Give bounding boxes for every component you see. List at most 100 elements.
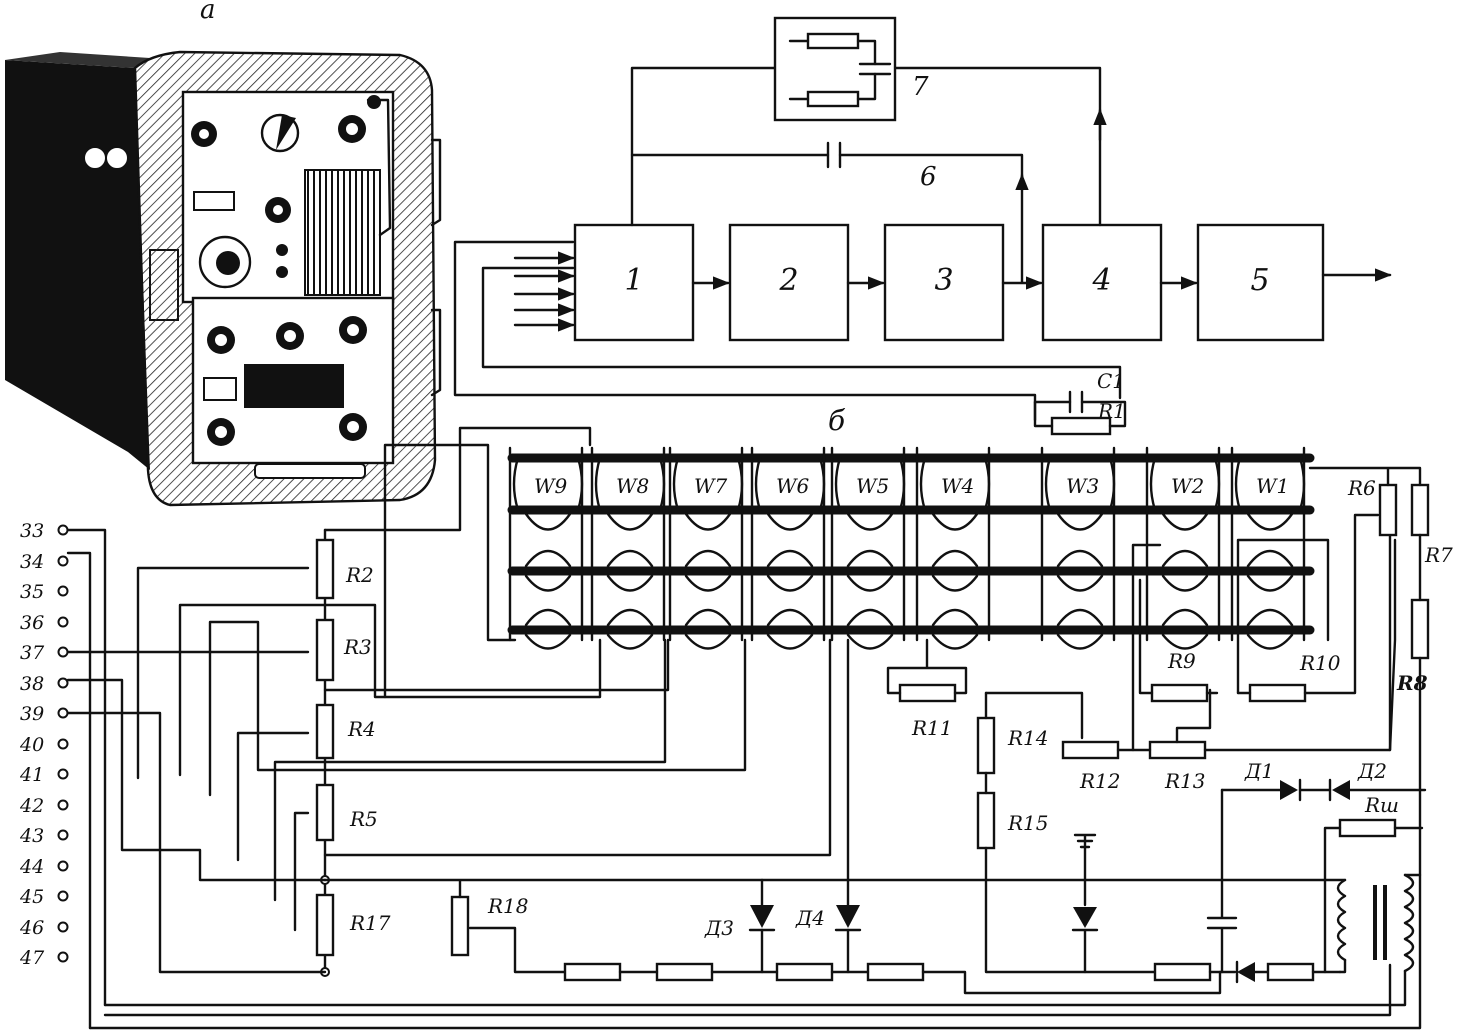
winding-label-6: W4 xyxy=(941,474,974,498)
r12-resistor xyxy=(1061,740,1120,760)
r2-label: R2 xyxy=(345,563,374,587)
d3-diode xyxy=(750,905,774,928)
rsh-resistor xyxy=(1338,818,1397,838)
r13-resistor xyxy=(1148,740,1207,760)
dial-pointer xyxy=(276,115,296,150)
r6-label: R6 xyxy=(1347,476,1376,500)
d1-label: Д1 xyxy=(1244,759,1274,783)
block-4 xyxy=(1041,223,1163,342)
pin-terminal-46 xyxy=(57,921,69,933)
r14-label: R14 xyxy=(1007,726,1049,750)
r7-label: R7 xyxy=(1424,543,1453,567)
r18-resistor xyxy=(450,895,470,957)
r10-label: R10 xyxy=(1299,651,1341,675)
pin-label-40: 40 xyxy=(19,734,44,756)
bridge-diode xyxy=(1237,962,1255,982)
block-2 xyxy=(728,223,850,342)
nameplate-upper xyxy=(193,191,235,211)
pin-terminal-43 xyxy=(57,829,69,841)
indicator-lamp-1 xyxy=(276,244,288,256)
c1-label: C1 xyxy=(1097,369,1125,393)
pin-label-42: 42 xyxy=(19,795,44,817)
pin-label-38: 38 xyxy=(20,673,44,695)
pin-terminal-33 xyxy=(57,524,69,536)
bottom-circuit: Д3 Д4 R11 R14 R15 R12 R13 R9 R10 xyxy=(88,466,1453,1030)
pin-terminal-47 xyxy=(57,951,69,963)
d1-diode xyxy=(1280,780,1298,800)
device-illustration: a xyxy=(5,0,442,507)
d2-label: Д2 xyxy=(1357,759,1387,783)
pin-terminal-37 xyxy=(57,646,69,658)
r17-label: R17 xyxy=(349,911,391,935)
pin-label-36: 36 xyxy=(20,612,44,634)
r15-resistor xyxy=(976,791,996,850)
block-2-label: 2 xyxy=(778,263,798,298)
side-knob-2 xyxy=(105,146,129,170)
transformer-primary xyxy=(1336,878,1347,962)
d4-diode xyxy=(836,905,860,928)
d4-label: Д4 xyxy=(795,906,825,930)
side-knob-1 xyxy=(83,146,107,170)
d3-label: Д3 xyxy=(704,916,734,940)
transformer-secondary xyxy=(1403,873,1415,973)
block-5 xyxy=(1196,223,1325,342)
bottom-handle-slot xyxy=(254,463,366,479)
pin-label-41: 41 xyxy=(19,764,44,786)
pin-label-45: 45 xyxy=(19,886,44,908)
left-resistor-chain: R2 R3 R4 R5 R17 R18 xyxy=(66,426,1327,1030)
pin-label-46: 46 xyxy=(19,917,44,939)
pin-label-43: 43 xyxy=(19,825,44,847)
pin-terminal-34 xyxy=(57,555,69,567)
r18-label: R18 xyxy=(487,894,529,918)
pin-label-44: 44 xyxy=(19,856,44,878)
panel-b-label: б xyxy=(828,404,846,437)
block-3-label: 3 xyxy=(934,263,953,298)
pin-terminal-45 xyxy=(57,890,69,902)
r6-resistor xyxy=(1378,483,1398,537)
r8-label: R8 xyxy=(1396,671,1428,695)
r9-resistor xyxy=(1150,683,1209,703)
pin-terminal-38 xyxy=(57,677,69,689)
display-window xyxy=(244,364,344,408)
pin-terminal-42 xyxy=(57,799,69,811)
winding-label-1: W9 xyxy=(534,474,568,498)
d2-diode xyxy=(1332,780,1350,800)
feedback-6-label: 6 xyxy=(920,162,937,192)
pin-label-33: 33 xyxy=(20,520,44,542)
r3-resistor xyxy=(315,618,335,682)
r2-resistor xyxy=(315,538,335,600)
pin-label-37: 37 xyxy=(20,642,45,664)
pin-terminal-40 xyxy=(57,738,69,750)
winding-label-9: W1 xyxy=(1256,474,1289,498)
winding-label-3: W7 xyxy=(694,474,728,498)
r1-label: R1 xyxy=(1097,399,1126,423)
pin-terminal-44 xyxy=(57,860,69,872)
r8-resistor xyxy=(1410,598,1430,660)
device-top-edge xyxy=(5,52,150,68)
r7-resistor xyxy=(1410,483,1430,537)
r3-label: R3 xyxy=(343,635,372,659)
block-1 xyxy=(573,223,695,342)
nameplate-lower xyxy=(203,377,237,401)
indicator-lamp-2 xyxy=(276,266,288,278)
device-side-panel xyxy=(5,60,150,470)
r5-label: R5 xyxy=(349,807,378,831)
panel-a-label: a xyxy=(200,0,216,25)
speaker-grill xyxy=(304,169,381,296)
rsh-label: Rш xyxy=(1364,793,1399,817)
block-1-label: 1 xyxy=(624,263,643,298)
r4-resistor xyxy=(315,703,335,760)
pin-terminal-35 xyxy=(57,585,69,597)
r11-label: R11 xyxy=(911,716,953,740)
winding-label-7: W3 xyxy=(1066,474,1099,498)
block-4-label: 4 xyxy=(1091,263,1111,298)
r10-resistor xyxy=(1248,683,1307,703)
pin-terminal-41 xyxy=(57,768,69,780)
pin-label-34: 34 xyxy=(20,551,44,573)
r11-resistor xyxy=(898,683,957,703)
r15-label: R15 xyxy=(1007,811,1049,835)
r13-label: R13 xyxy=(1164,769,1206,793)
